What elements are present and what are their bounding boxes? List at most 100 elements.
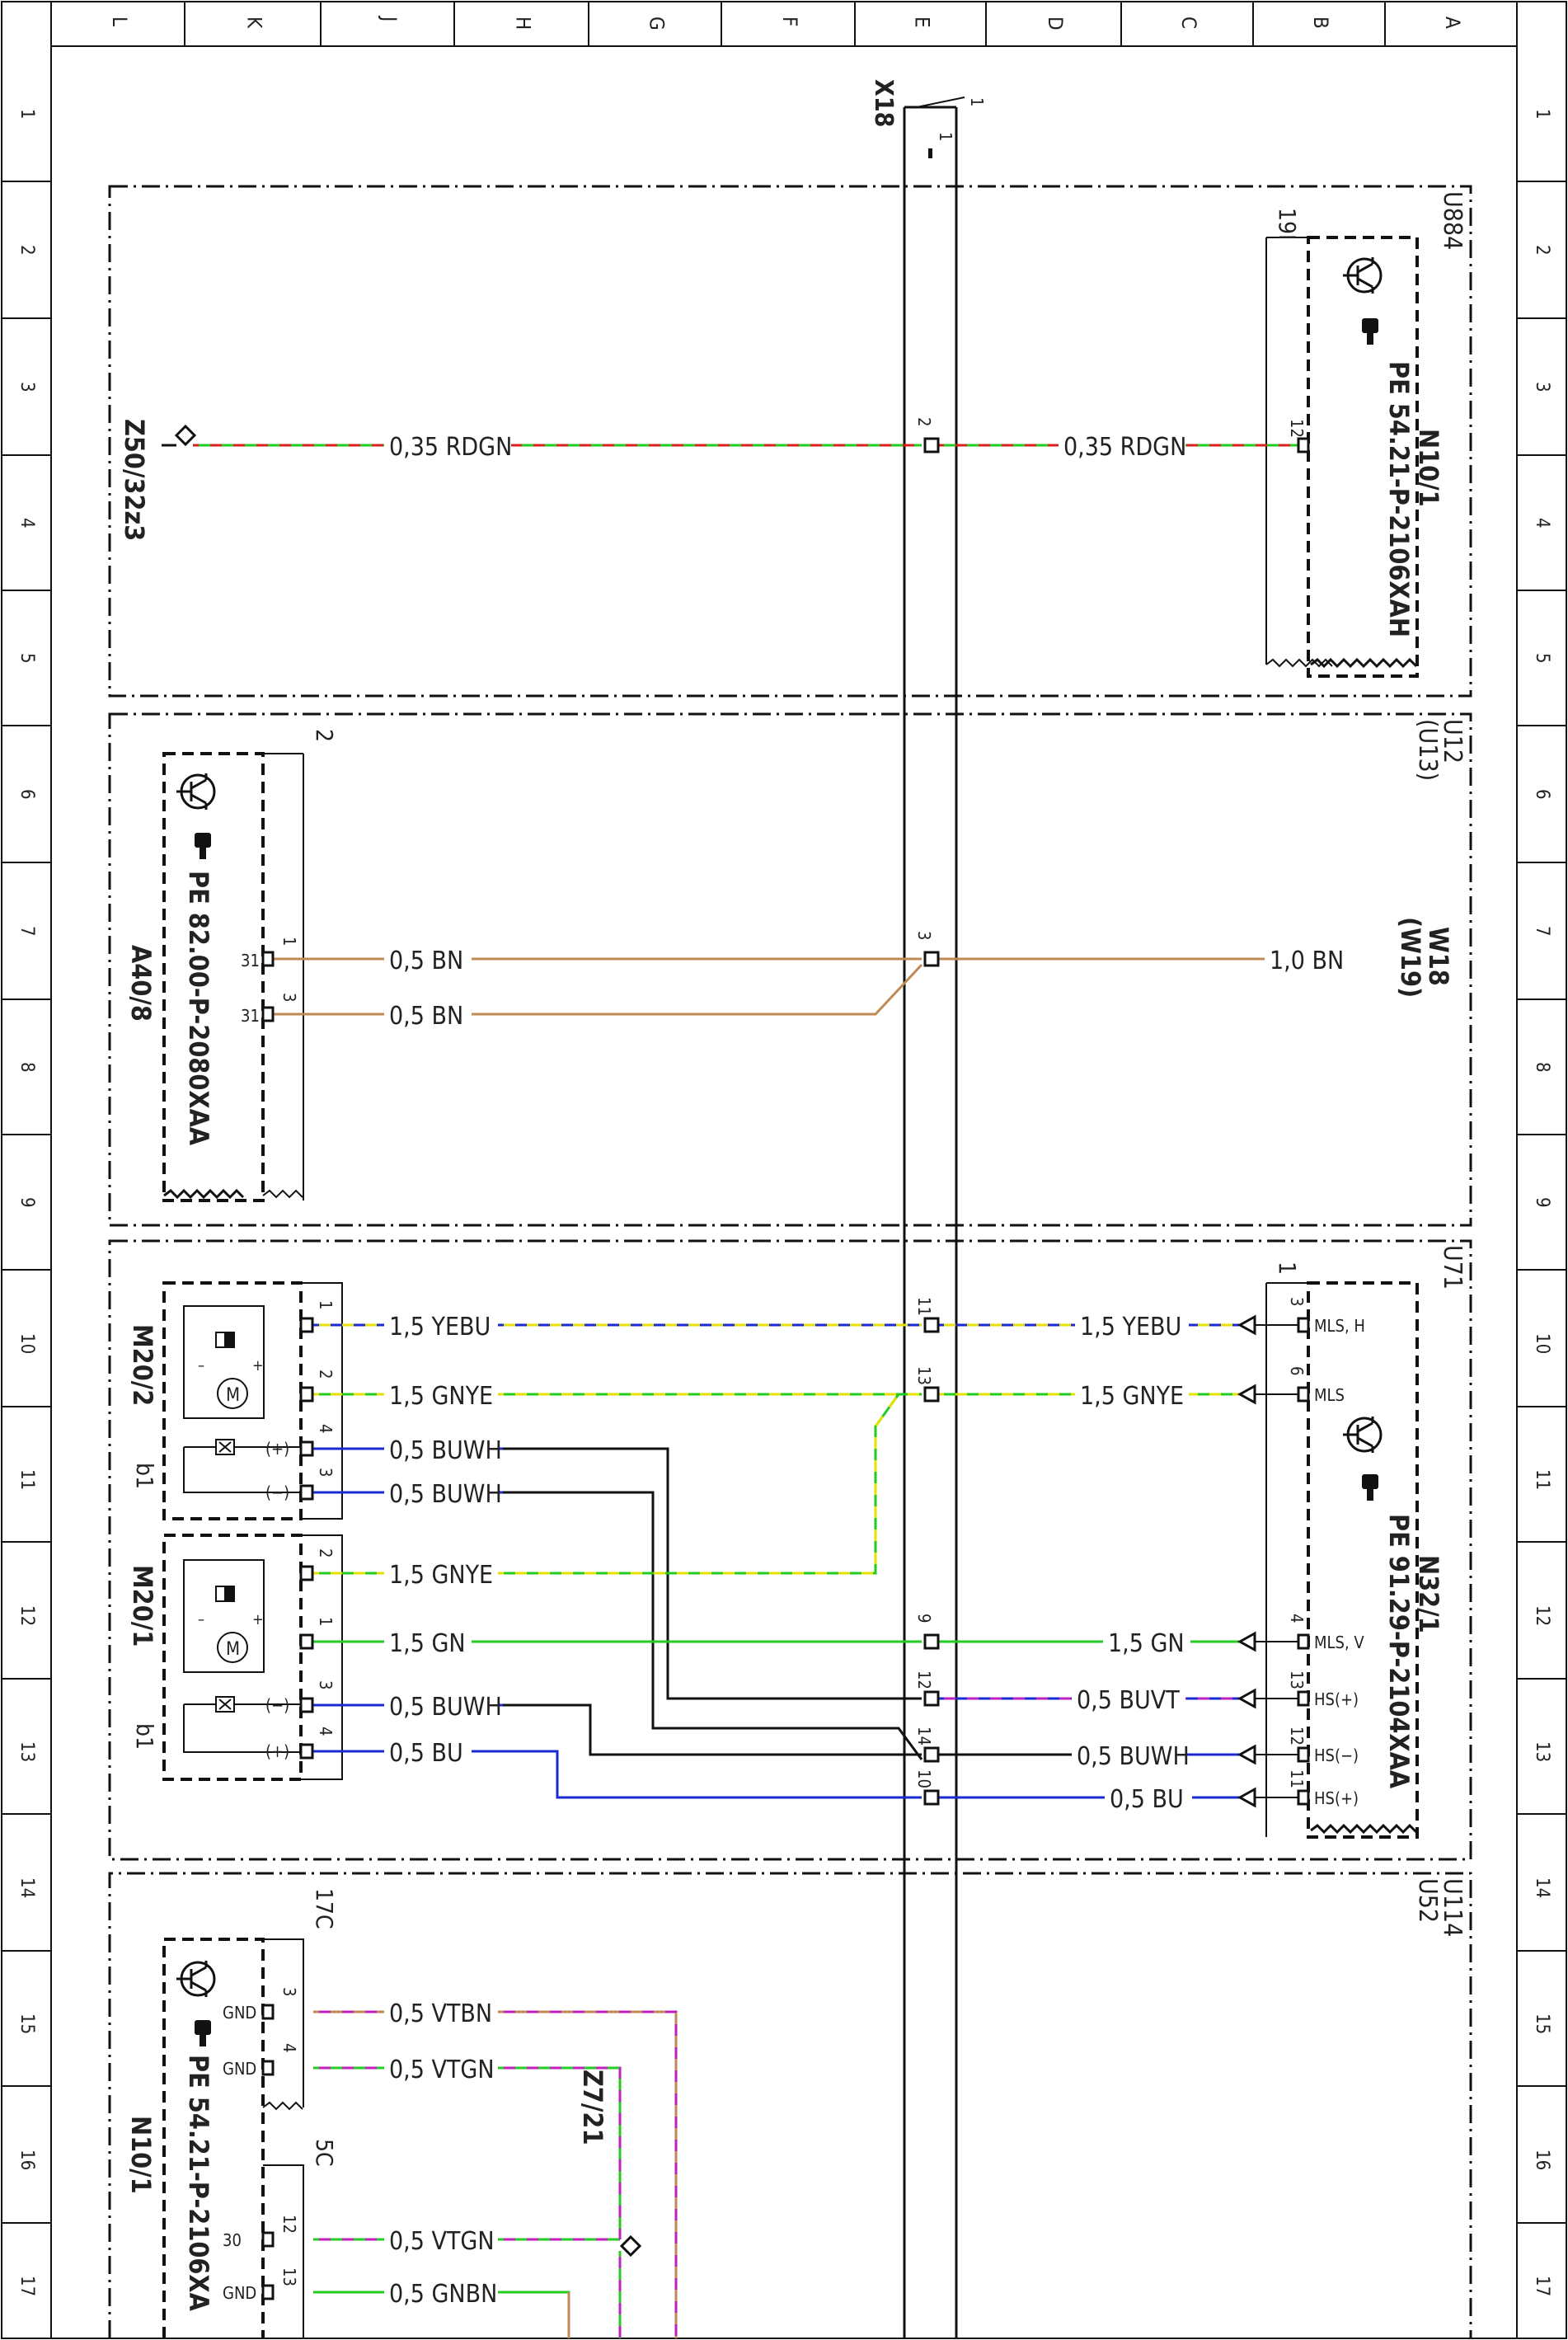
motor-pin — [299, 1317, 314, 1333]
column-label: K — [243, 16, 266, 29]
row-label-left: 17 — [16, 2276, 37, 2296]
column-label: A — [1441, 16, 1464, 29]
motor-symbols: M – + M – + — [183, 1305, 301, 1753]
m20-2-pin-label: (−) — [265, 1482, 289, 1502]
column-label: B — [1309, 16, 1332, 29]
column-grid — [184, 2, 1386, 46]
m20-1-pin-number: 2 — [316, 1548, 336, 1558]
n10-1-top-connector: 19I — [1274, 208, 1301, 240]
x18-pin-top: 1 — [967, 97, 987, 106]
n10-1-pin — [261, 2060, 275, 2076]
svg-text:M: M — [226, 1639, 240, 1660]
n32-1-doc: PE 91.29-P-2104XAA — [1383, 1514, 1415, 1789]
wire-label-bn-w18: 1,0 BN — [1270, 947, 1344, 975]
row-label-right: 2 — [1532, 245, 1552, 256]
zone-label-u884: U884 — [1438, 191, 1467, 250]
wire-label-bu-right-bg — [1105, 1786, 1192, 1814]
wire-label-gnye-right: 1,5 GNYE — [1080, 1382, 1184, 1411]
x18-pin-number: 10 — [914, 1769, 934, 1788]
motor-icon — [217, 1378, 248, 1409]
connector-arrow-icon — [1237, 1314, 1256, 1336]
m20-1-box — [162, 1534, 303, 1781]
row-label-right: 5 — [1532, 653, 1552, 664]
motor-pin — [299, 1697, 314, 1713]
motor-pin — [299, 1565, 314, 1581]
wire-label-buwh-1: 0,5 BUWH — [389, 1436, 502, 1465]
x18-pin — [923, 1633, 940, 1650]
a40-8-doc: PE 82.00-P-2080XAA — [183, 871, 214, 1146]
a40-8-connector: 2 — [311, 729, 338, 742]
n10-1-bottom-pin-label: GND — [223, 2059, 256, 2079]
m20-2-b1: b1 — [131, 1463, 158, 1489]
z50-name: Z50/32z3 — [119, 419, 150, 541]
n10-1-bottom-connector-5c: 5C — [311, 2139, 338, 2167]
connector-pins — [261, 437, 1310, 2300]
zone-u12 — [108, 712, 1472, 1227]
wire-label-yebu-left-bg — [384, 1313, 498, 1342]
x18-label: X18 — [869, 79, 898, 127]
n32-1-pin-label: HS(+) — [1314, 1689, 1359, 1709]
zone-u114 — [108, 1872, 1472, 2338]
svg-text:+: + — [252, 1611, 264, 1628]
row-label-right: 7 — [1532, 926, 1552, 937]
connector-arrow-icon — [1237, 1744, 1256, 1765]
a40-8-pin-number: 1 — [279, 937, 299, 946]
m20-2-pin-label: (+) — [265, 1439, 289, 1459]
x18-pin — [923, 1690, 940, 1707]
row-label-left: 16 — [16, 2150, 37, 2170]
row-label-right: 10 — [1532, 1333, 1552, 1354]
wire-label-vtgn-1-bg — [384, 2056, 498, 2084]
row-label-right: 6 — [1532, 789, 1552, 800]
x18-pin-number: 14 — [914, 1727, 934, 1746]
svg-text:M: M — [226, 1385, 240, 1406]
wire-label-buwh-right: 0,5 BUWH — [1077, 1742, 1190, 1771]
n32-1-pin — [1297, 1746, 1310, 1763]
row-grid — [2, 181, 1566, 2224]
x18-pin-number: 11 — [914, 1297, 934, 1316]
column-label: G — [646, 16, 669, 31]
wire-label-rdgn-left-bg — [384, 434, 511, 462]
row-label-left: 14 — [16, 1877, 37, 1898]
connector-arrow-icon — [1237, 1631, 1256, 1652]
wire-label-buwh-right-bg — [1072, 1743, 1185, 1771]
wire-label-bu-left: 0,5 BU — [389, 1739, 463, 1768]
m20-2-pin-number: 3 — [316, 1468, 336, 1477]
hand-pointer-icon — [1362, 1474, 1378, 1501]
wire-label-gnbn-bg — [384, 2281, 498, 2309]
column-label: L — [108, 16, 131, 26]
n32-1-connector: 1 — [1274, 1262, 1301, 1275]
x18-pin-number: 12 — [914, 1670, 934, 1689]
wire-label-bu-right: 0,5 BU — [1110, 1785, 1184, 1814]
transistor-icon — [1343, 257, 1383, 294]
wire-label-gnbn: 0,5 GNBN — [389, 2280, 497, 2309]
n10-1-bottom-pin-label: 30 — [223, 2230, 242, 2250]
n32-1-box — [1307, 1281, 1419, 1839]
a40-8-pin — [261, 1006, 275, 1022]
row-label-right: 17 — [1532, 2276, 1552, 2296]
wire-label-bn-w18-bg — [1265, 947, 1352, 975]
transistor-icon — [176, 773, 216, 810]
m20-2-motor: M – + — [183, 1305, 301, 1493]
n32-1-pin-label: HS(+) — [1314, 1788, 1359, 1808]
row-label-right: 16 — [1532, 2150, 1552, 2170]
wire-label-buwh-2-bg — [384, 1481, 498, 1509]
a40-8-pin-number: 3 — [279, 993, 299, 1002]
x18-pin — [923, 1789, 940, 1806]
n10-1-top-box — [1307, 236, 1419, 678]
zone-labels: U884 U12 (U13) U71 U114 U52 — [1413, 191, 1467, 1937]
n10-1-bottom-box — [162, 1938, 265, 2338]
m20-1-motor: M – + — [183, 1559, 301, 1753]
x18-pin — [923, 1746, 940, 1763]
column-label: F — [778, 16, 801, 26]
svg-text:–: – — [198, 1357, 204, 1374]
motor-pin — [299, 1484, 314, 1501]
row-label-left: 2 — [16, 245, 37, 256]
n10-1-top-name: N10/1 — [1413, 429, 1444, 507]
junctions — [174, 424, 642, 2258]
m20-1-pin-number: 1 — [316, 1617, 336, 1626]
m20-2-pin-number: 1 — [316, 1300, 336, 1309]
